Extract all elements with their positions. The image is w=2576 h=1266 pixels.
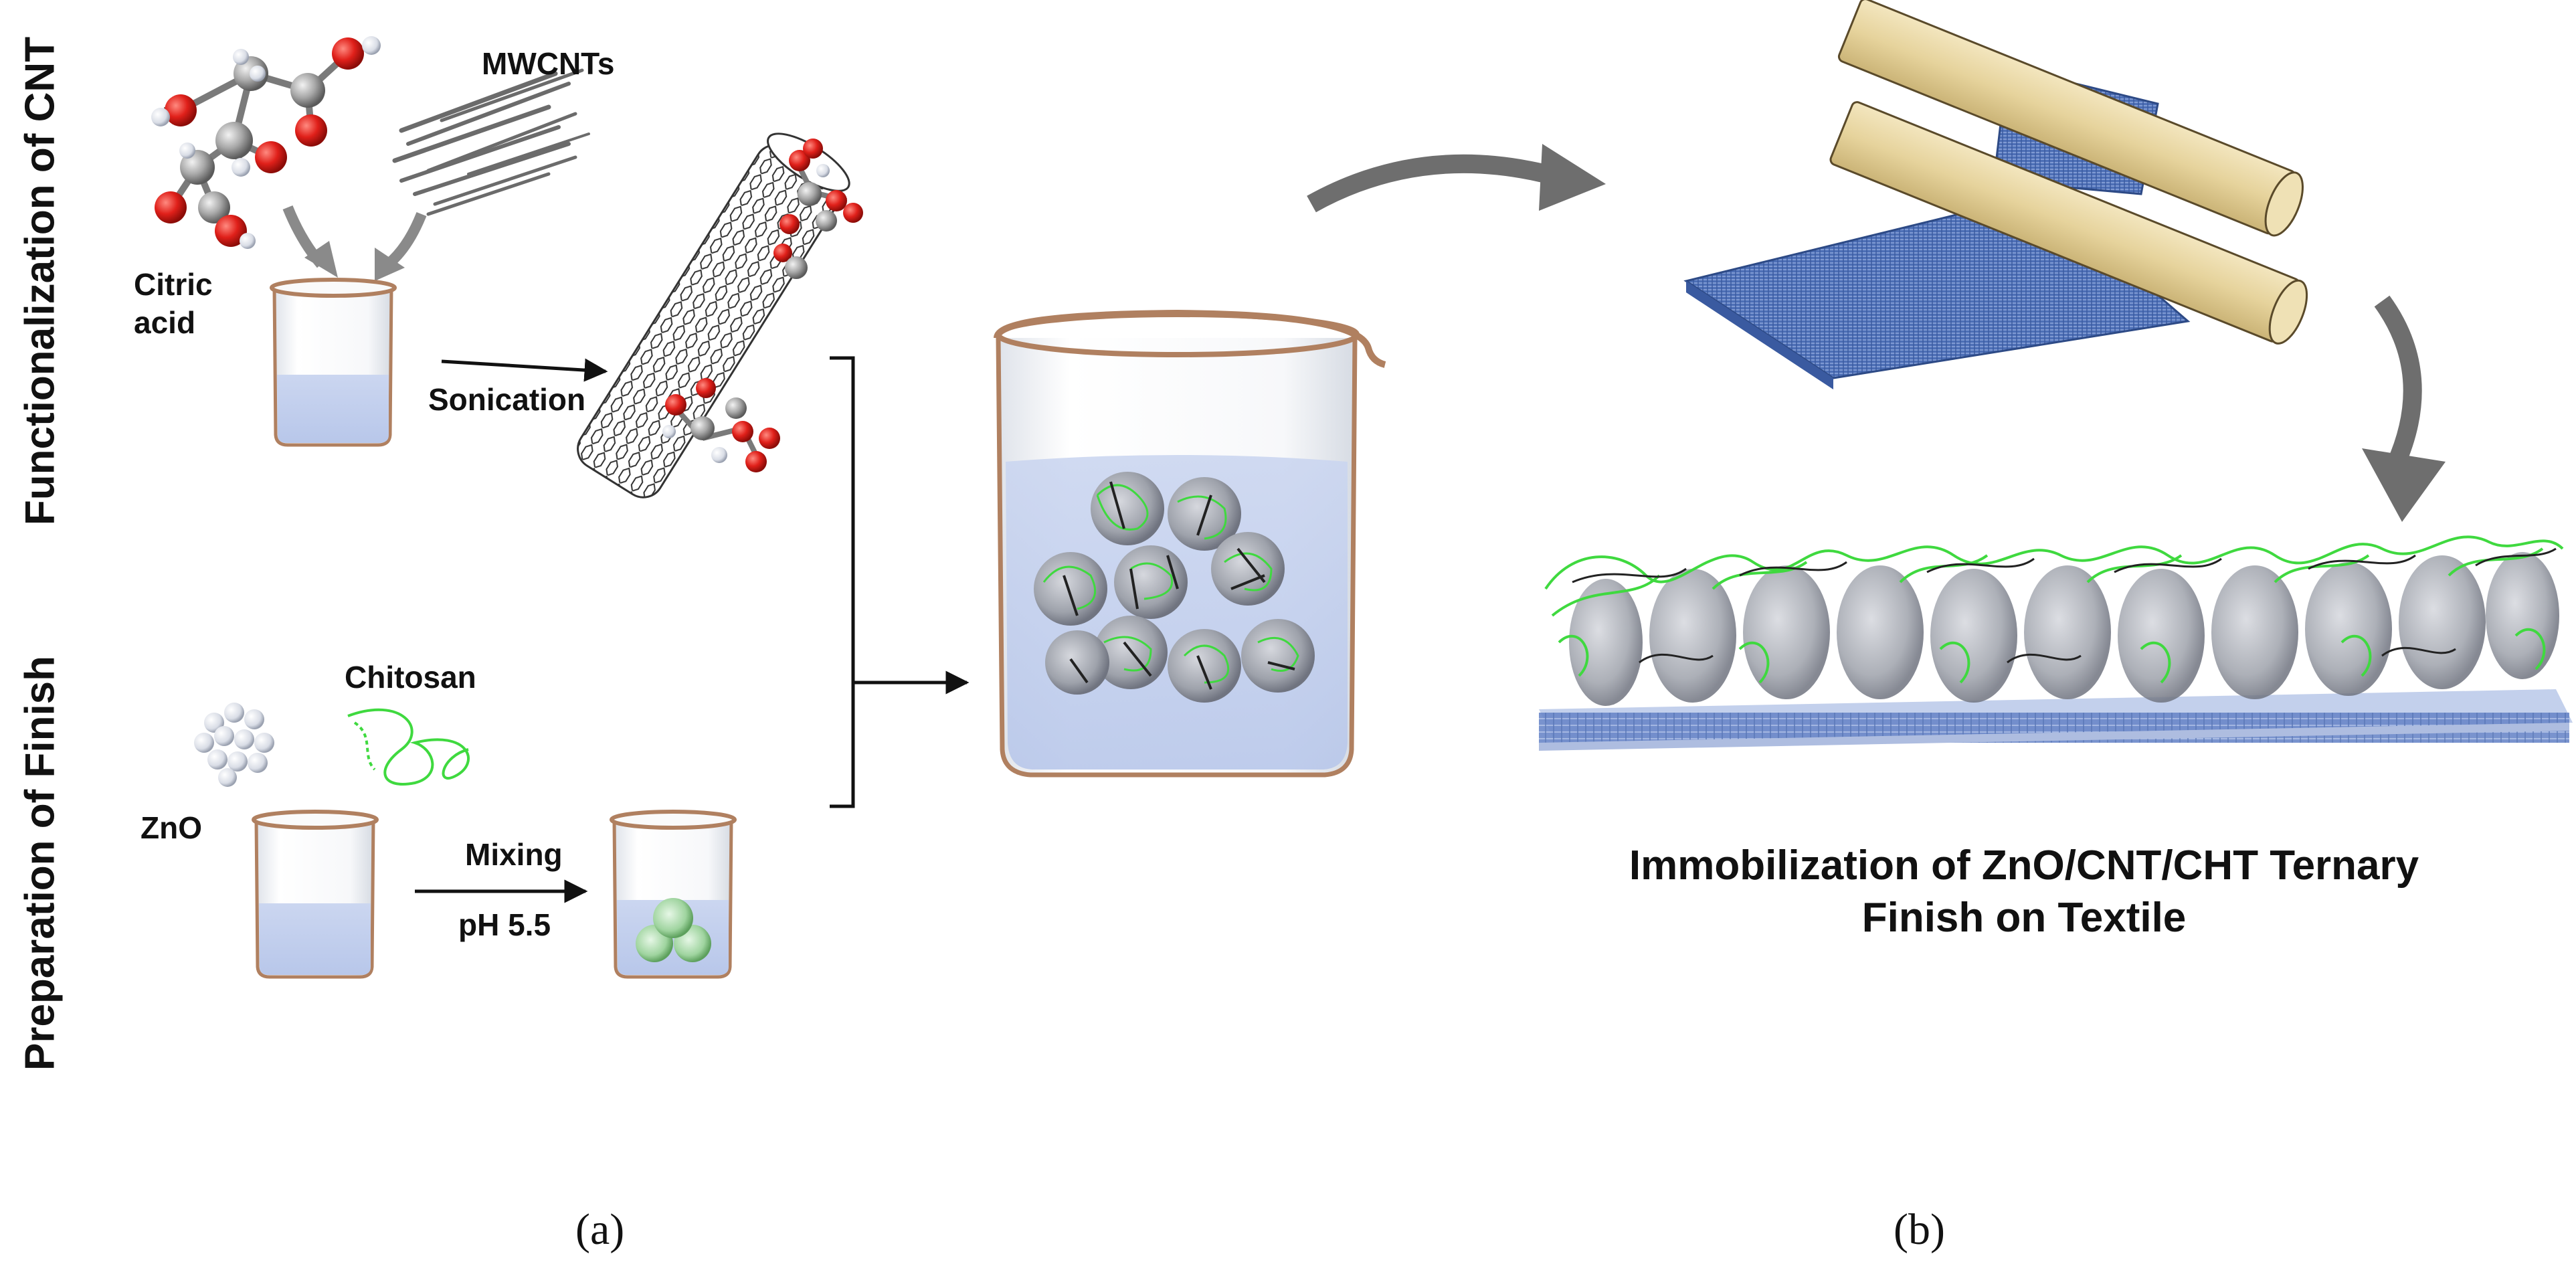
- functionalized-cnt: [577, 132, 863, 499]
- citric-acid-molecule: [151, 36, 381, 249]
- sonication-arrow: [441, 358, 608, 382]
- citric-acid-label-line1: Citric: [134, 267, 213, 302]
- caption-a: (a): [575, 1205, 625, 1254]
- cnt-strands: [1572, 547, 2557, 664]
- zno-particles: [194, 703, 274, 787]
- mwcnts-label: MWCNTs: [482, 46, 615, 81]
- sonication-label: Sonication: [428, 382, 586, 417]
- beaker-2: [252, 810, 379, 979]
- composite-particles: [1034, 472, 1315, 703]
- curved-arrow-mwcnt-head: [375, 248, 405, 281]
- citric-acid-label-line2: acid: [134, 305, 196, 340]
- merge-bracket: [830, 356, 855, 808]
- chitosan-chain: [347, 708, 470, 786]
- large-beaker: [994, 309, 1386, 778]
- beaker-3: [610, 810, 737, 979]
- ph-label: pH 5.5: [458, 907, 551, 942]
- coated-textile: [1539, 535, 2573, 751]
- curved-arrow-mwcnt-to-beaker: [384, 211, 427, 269]
- zno-label: ZnO: [141, 810, 202, 845]
- immobilization-title-line1: Immobilization of ZnO/CNT/CHT Ternary: [1629, 842, 2419, 889]
- functionalization-label: Functionalization of CNT: [17, 36, 64, 526]
- process-arrow-right-head: [1539, 144, 1606, 211]
- mwcnt-bundle: [392, 68, 590, 216]
- immobilization-title: Immobilization of ZnO/CNT/CHT Ternary Fi…: [1512, 840, 2536, 944]
- process-arrow-down: [2374, 295, 2422, 469]
- process-arrow-down-head: [2362, 448, 2446, 522]
- chitosan-label: Chitosan: [345, 660, 476, 695]
- mixing-label: Mixing: [465, 837, 563, 872]
- curved-arrow-citric-head: [304, 241, 338, 278]
- process-arrow-right: [1307, 154, 1562, 213]
- textile-padding-setup: [1683, 0, 2308, 389]
- caption-b: (b): [1894, 1205, 1945, 1254]
- coated-spheres: [1569, 552, 2559, 706]
- immobilization-title-line2: Finish on Textile: [1861, 895, 2187, 941]
- beaker-1: [270, 278, 397, 447]
- preparation-label: Preparation of Finish: [17, 655, 64, 1071]
